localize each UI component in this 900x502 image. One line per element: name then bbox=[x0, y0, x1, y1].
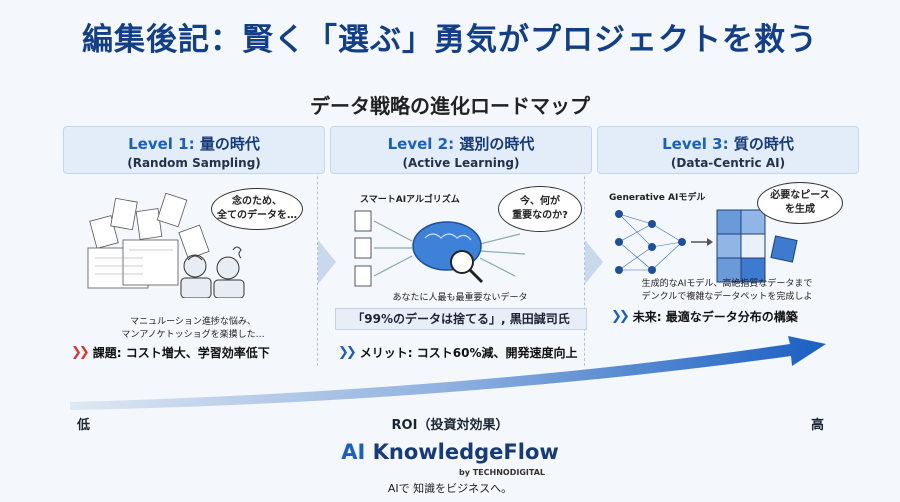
level-3-bubble: 必要なピースを生成 bbox=[757, 182, 843, 224]
level-2-sub: (Active Learning) bbox=[402, 156, 520, 170]
neural-network-puzzle-illustration bbox=[615, 209, 798, 283]
level-2-header: Level 2: 選別の時代 (Active Learning) bbox=[330, 126, 592, 174]
level-1-desc: マニュルーション進捗な悩み、マンアノケトッショグを楽摸した… bbox=[121, 317, 265, 340]
level-2-name: 選別の時代 bbox=[459, 135, 535, 153]
level-2-desc: あなたに人最も最重要ないデータ bbox=[392, 293, 528, 303]
roadmap-subtitle: データ戦略の進化ロードマップ bbox=[310, 94, 590, 118]
level-1-header: Level 1: 量の時代 (Random Sampling) bbox=[63, 126, 325, 174]
divider-1 bbox=[317, 126, 318, 366]
double-chevron-icon: ❯❯ bbox=[71, 345, 90, 360]
paper-pile-illustration bbox=[87, 192, 245, 298]
level-2-column: Level 2: 選別の時代 (Active Learning) スマートAIア… bbox=[330, 126, 592, 366]
double-chevron-icon: ❯❯ bbox=[611, 309, 630, 324]
level-3-column: Level 3: 質の時代 (Data-Centric AI) Generati… bbox=[597, 126, 859, 366]
level-3-caption: Generative AIモデル bbox=[609, 193, 706, 203]
level-2-bullet: ❯❯ メリット: コスト60%減、開発速度向上 bbox=[338, 345, 578, 360]
brand-name-prefix: AI bbox=[341, 440, 366, 464]
brand-tagline: AIで 知識をビジネスへ。 bbox=[387, 482, 513, 495]
level-2-bubble: 今、何が重要なのか? bbox=[498, 186, 582, 232]
chevron-right-icon bbox=[318, 240, 336, 284]
level-1-number: Level 1: bbox=[128, 135, 195, 153]
brand-by: by TECHNODIGITAL bbox=[459, 468, 545, 477]
level-3-header: Level 3: 質の時代 (Data-Centric AI) bbox=[597, 126, 859, 174]
page-title: 編集後記：賢く「選ぶ」勇気がプロジェクトを救う bbox=[82, 22, 818, 58]
level-3-name: 質の時代 bbox=[733, 135, 794, 153]
double-chevron-icon: ❯❯ bbox=[338, 345, 357, 360]
axis-high-label: 高 bbox=[811, 418, 825, 433]
axis-roi-label: ROI（投資対効果） bbox=[391, 418, 509, 433]
level-3-sub: (Data-Centric AI) bbox=[670, 156, 786, 170]
brand-name-rest: KnowledgeFlow bbox=[365, 440, 559, 464]
brand-logo: AI KnowledgeFlow bbox=[0, 440, 900, 464]
axis-low-label: 低 bbox=[77, 418, 91, 433]
level-2-number: Level 2: bbox=[387, 135, 455, 153]
brain-magnifier-illustration bbox=[354, 210, 526, 287]
divider-2 bbox=[584, 126, 585, 366]
level-1-bullet: ❯❯ 課題: コスト増大、学習効率低下 bbox=[71, 345, 270, 360]
level-3-desc: 生成的なAIモデル、高絶指質なデータまでデンクルで複雑なデータペットを完成しよ bbox=[641, 279, 813, 302]
level-1-column: Level 1: 量の時代 (Random Sampling) 念のため、全ての… bbox=[63, 126, 325, 366]
level-1-sub: (Random Sampling) bbox=[127, 156, 261, 170]
chevron-right-icon bbox=[585, 240, 603, 284]
level-1-name: 量の時代 bbox=[199, 135, 260, 153]
level-2-caption: スマートAIアルゴリズム bbox=[360, 195, 460, 205]
level-1-bubble: 念のため、全てのデータを… bbox=[211, 188, 303, 230]
level-3-number: Level 3: bbox=[662, 135, 729, 153]
quote-banner: 「99%のデータは捨てる」, 黒田誠司氏 bbox=[335, 308, 587, 330]
level-3-bullet: ❯❯ 未来: 最適なデータ分布の構築 bbox=[611, 309, 798, 324]
